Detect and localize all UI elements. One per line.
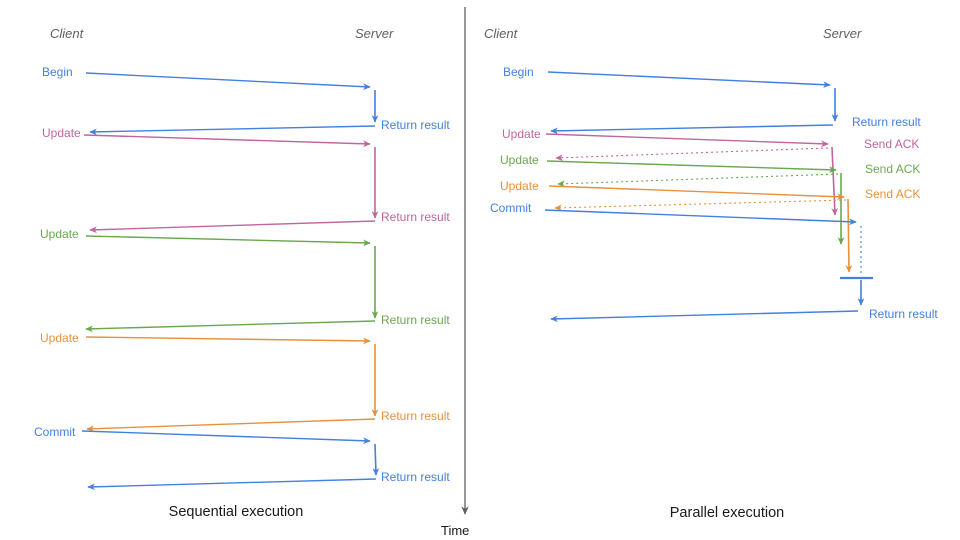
par-update1-request-line — [545, 133, 829, 148]
par-begin-label: Begin — [503, 65, 534, 79]
parallel-title: Parallel execution — [670, 505, 784, 521]
par-update1-label: Update — [502, 127, 541, 141]
sequential-diagram: Client Server Begin Return result Update… — [34, 26, 450, 520]
seq-server-header: Server — [355, 26, 394, 41]
par-update1-ack-label: Send ACK — [864, 137, 919, 151]
seq-update1-request-line — [83, 134, 371, 148]
par-update3-label: Update — [500, 179, 539, 193]
seq-begin-return-line — [89, 125, 376, 136]
seq-client-header: Client — [50, 26, 85, 41]
par-update2-ack-label: Send ACK — [865, 162, 920, 176]
seq-commit-server-activation — [372, 443, 380, 476]
seq-update3-label: Update — [40, 331, 79, 345]
seq-update3-return-line — [86, 418, 376, 433]
par-update3-ack-label: Send ACK — [865, 187, 920, 201]
seq-update1-label: Update — [42, 126, 81, 140]
par-commit-return-label: Return result — [869, 307, 938, 321]
seq-commit-request-line — [81, 430, 371, 445]
par-update3-request-line — [548, 185, 845, 201]
par-update2-label: Update — [500, 153, 539, 167]
par-update1-server-activation — [831, 146, 839, 216]
seq-update2-request-line — [85, 235, 371, 247]
time-axis: Time — [441, 7, 469, 538]
parallel-diagram: Client Server Begin Return result Update… — [484, 26, 938, 521]
seq-begin-request-line — [85, 72, 371, 91]
seq-update2-label: Update — [40, 227, 79, 241]
par-update3-server-activation — [845, 198, 853, 273]
time-axis-label: Time — [441, 523, 469, 538]
seq-update2-return-line — [85, 320, 376, 333]
seq-begin-label: Begin — [42, 65, 73, 79]
seq-commit-return-label: Return result — [381, 470, 450, 484]
par-commit-label: Commit — [490, 201, 532, 215]
par-client-header: Client — [484, 26, 519, 41]
par-begin-return-line — [550, 124, 834, 135]
par-server-header: Server — [823, 26, 862, 41]
seq-commit-label: Commit — [34, 425, 76, 439]
seq-update1-return-label: Return result — [381, 210, 450, 224]
seq-update3-return-label: Return result — [381, 409, 450, 423]
seq-update2-return-label: Return result — [381, 313, 450, 327]
par-begin-return-label: Return result — [852, 115, 921, 129]
par-commit-return-line — [550, 310, 859, 323]
par-commit-request-line — [544, 209, 857, 226]
par-update2-request-line — [546, 160, 837, 174]
par-update1-ack-line — [555, 147, 829, 162]
seq-update3-request-line — [85, 336, 371, 345]
par-update3-ack-line — [554, 199, 847, 212]
sequential-title: Sequential execution — [169, 504, 304, 520]
par-update2-ack-line — [557, 173, 839, 188]
seq-update1-return-line — [89, 220, 376, 234]
par-begin-request-line — [547, 71, 831, 89]
seq-commit-return-line — [87, 478, 377, 491]
seq-begin-return-label: Return result — [381, 118, 450, 132]
